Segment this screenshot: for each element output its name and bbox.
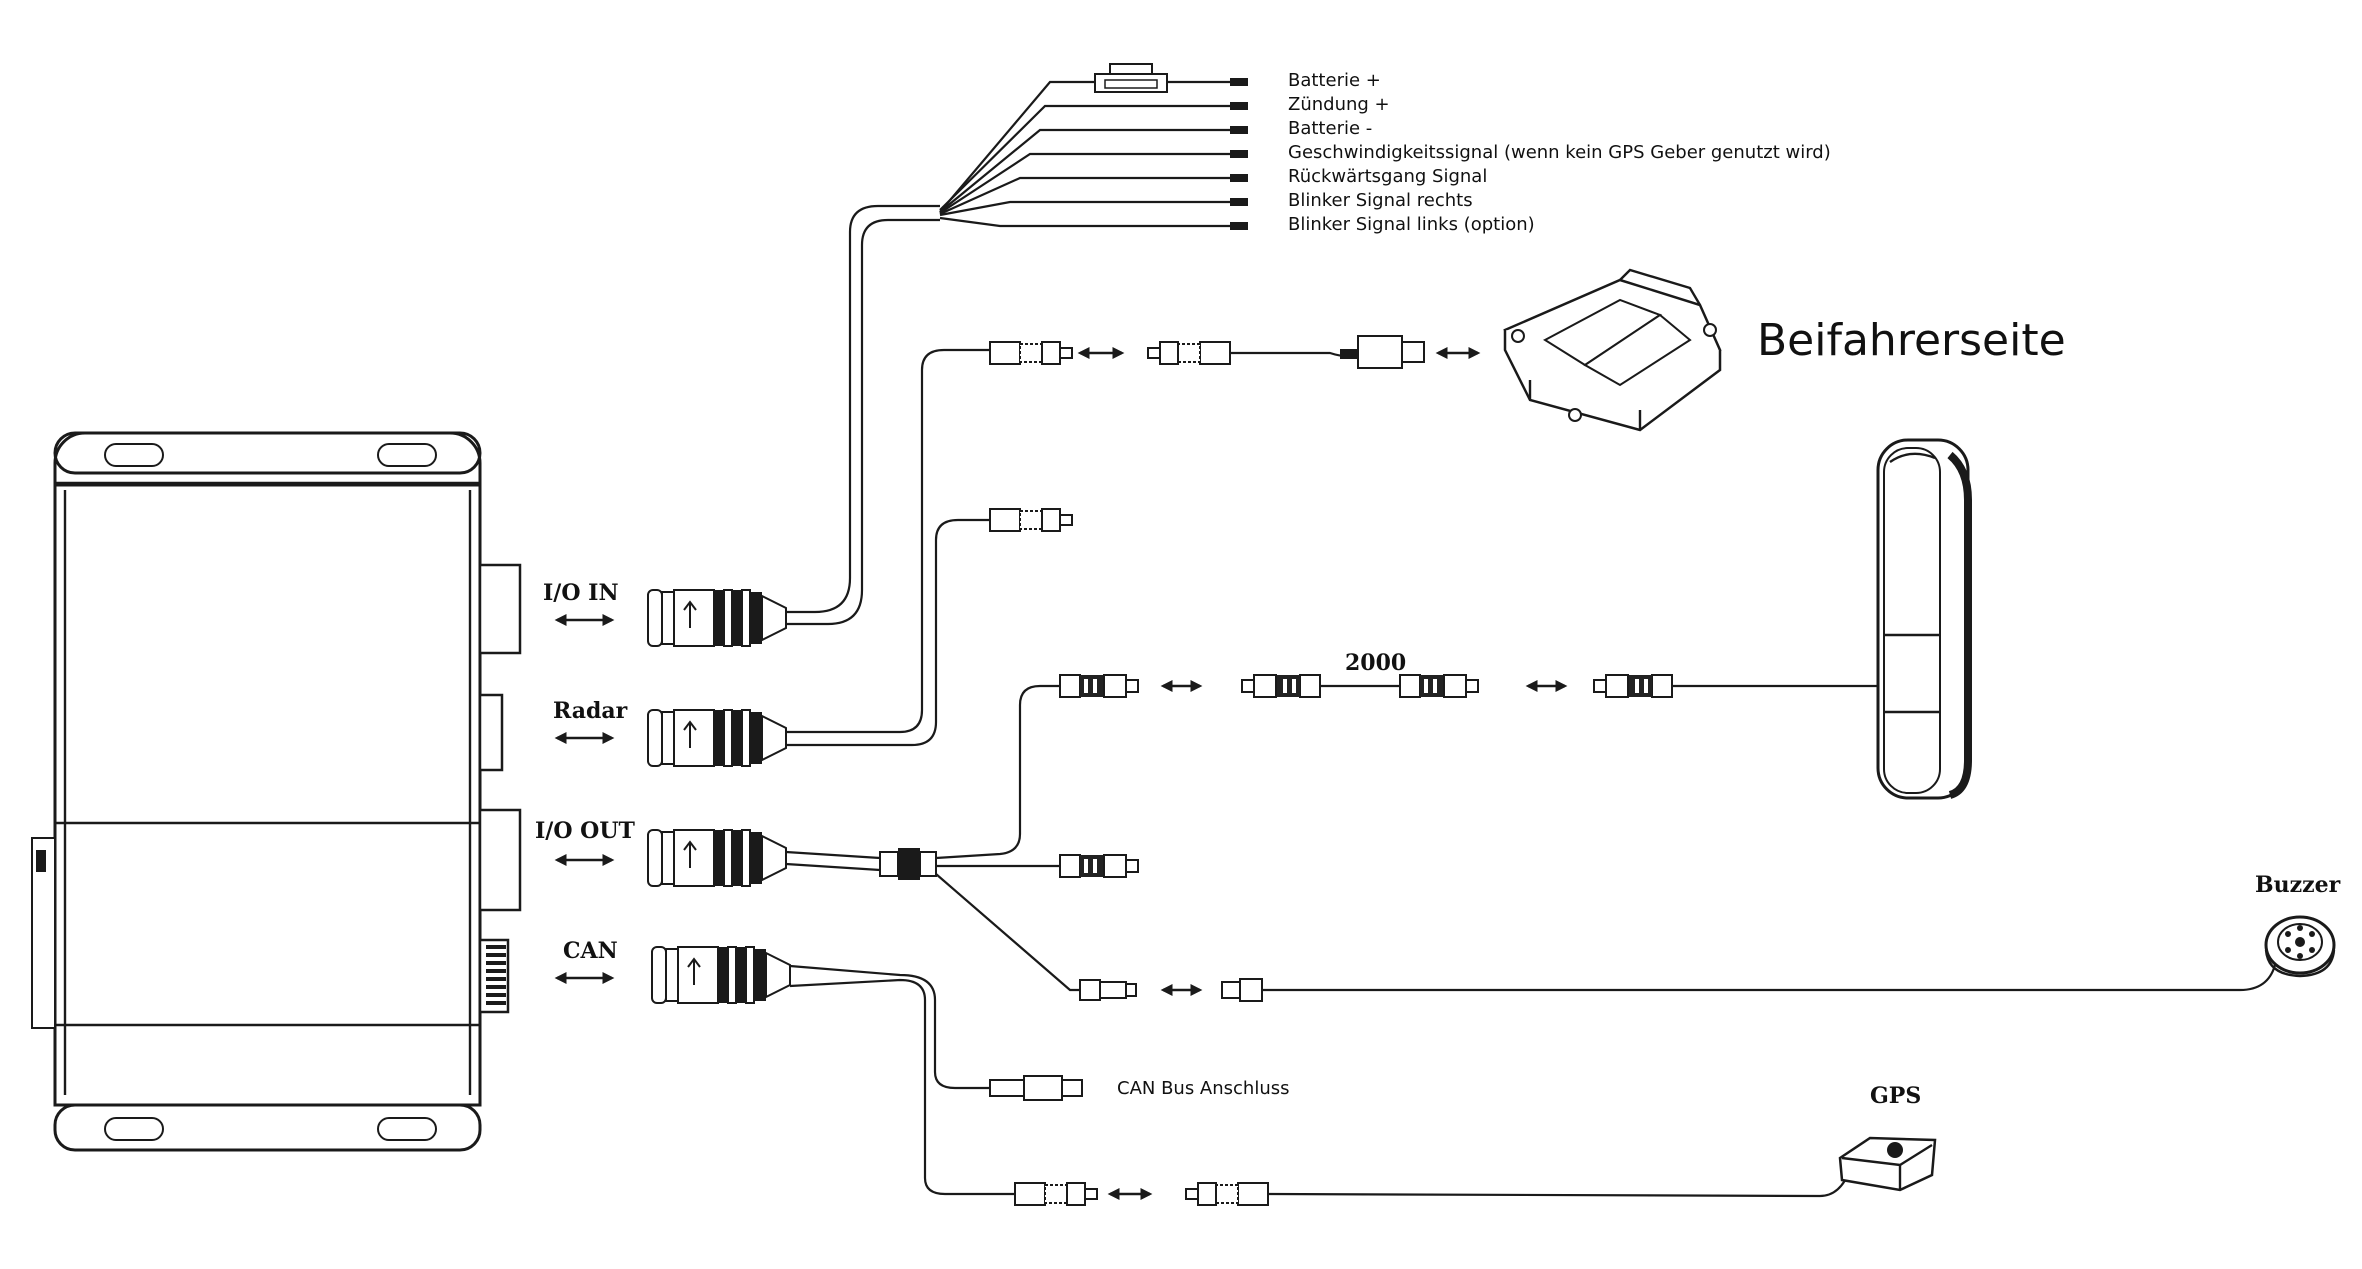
wire-labels: Batterie + Zündung + Batterie - Geschwin… xyxy=(1288,70,1831,235)
control-unit-module xyxy=(1503,268,1722,432)
port-io-in-label: I/O IN xyxy=(543,580,619,606)
io-in-connector xyxy=(647,589,787,647)
wire-label-blinker-left: Blinker Signal links (option) xyxy=(1288,214,1535,235)
io-in-cable xyxy=(786,63,1248,626)
wire-label-speed-signal: Geschwindigkeitssignal (wenn kein GPS Ge… xyxy=(1288,142,1831,163)
beifahrerseite-label: Beifahrerseite xyxy=(1757,315,2066,366)
port-can-label: CAN xyxy=(563,938,618,964)
wire-label-battery-plus: Batterie + xyxy=(1288,70,1381,91)
buzzer-label: Buzzer xyxy=(2255,872,2341,898)
buzzer xyxy=(2264,915,2336,978)
can-connector xyxy=(651,946,791,1004)
gps-antenna xyxy=(1838,1136,1937,1192)
sensor-extension-cable: 2000 xyxy=(1160,650,1880,698)
wire-label-blinker-right: Blinker Signal rechts xyxy=(1288,190,1473,211)
port-io-out-label: I/O OUT xyxy=(535,818,635,844)
main-unit xyxy=(31,431,522,1152)
io-out-cable xyxy=(785,674,2277,1002)
gps-label: GPS xyxy=(1870,1083,1921,1109)
radar-cable xyxy=(786,335,1481,747)
port-radar: Radar xyxy=(553,698,628,744)
cable-length-label: 2000 xyxy=(1345,650,1406,676)
can-cable: CAN Bus Anschluss xyxy=(789,964,1852,1206)
port-can: CAN xyxy=(554,938,618,984)
wire-label-battery-minus: Batterie - xyxy=(1288,118,1372,139)
radar-connector xyxy=(647,709,787,767)
wire-label-reverse-signal: Rückwärtsgang Signal xyxy=(1288,166,1487,187)
radar-sensor xyxy=(1876,438,1972,800)
io-out-connector xyxy=(647,829,787,887)
port-io-out: I/O OUT xyxy=(535,818,635,866)
wire-label-ignition: Zündung + xyxy=(1288,94,1390,115)
port-io-in: I/O IN xyxy=(543,580,619,626)
port-radar-label: Radar xyxy=(553,698,628,724)
can-bus-label: CAN Bus Anschluss xyxy=(1117,1078,1290,1099)
